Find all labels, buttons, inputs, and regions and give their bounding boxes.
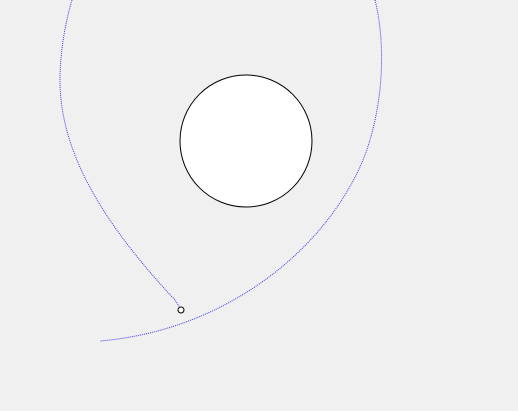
orbit-trajectory-outer bbox=[99, 0, 383, 342]
planet-body[interactable] bbox=[179, 74, 313, 208]
orbit-trajectory-inner bbox=[59, 0, 182, 310]
probe-marker[interactable] bbox=[177, 306, 185, 314]
